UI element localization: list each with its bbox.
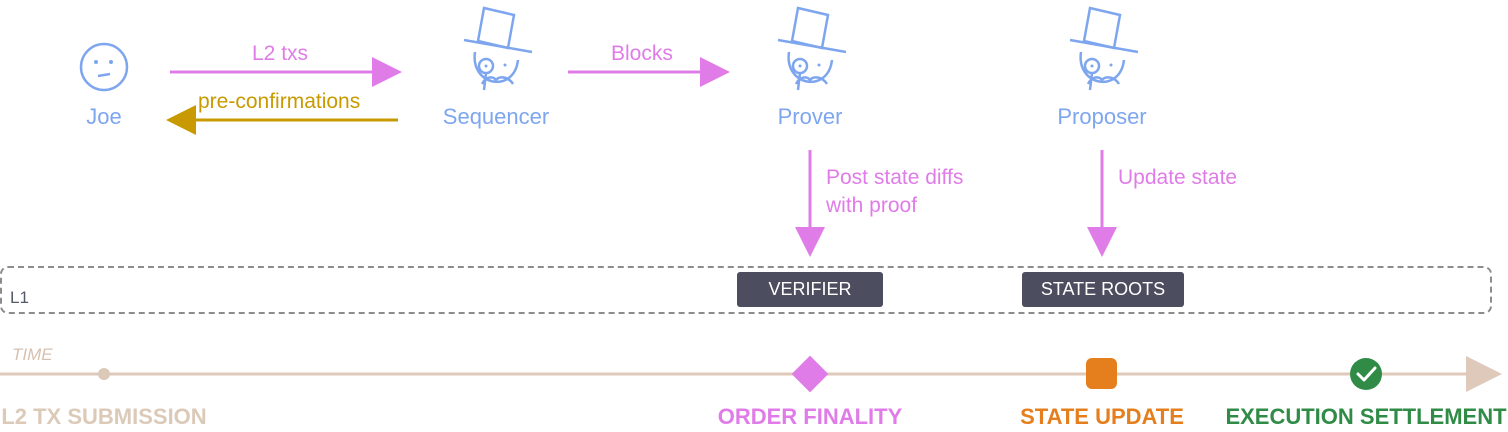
face-icon — [79, 42, 129, 92]
post-state-diffs-label-line1: Post state diffs — [826, 166, 964, 189]
sequencer-top-hat-monocle-icon — [463, 6, 533, 91]
update-state-label: Update state — [1118, 166, 1238, 189]
actor-proposer-label: Proposer — [1057, 104, 1147, 129]
verifier-box: VERIFIER — [737, 272, 883, 307]
prover-top-hat-monocle-icon — [777, 6, 847, 91]
state-roots-box: STATE ROOTS — [1022, 272, 1184, 307]
milestone-execution-settlement-label: EXECUTION SETTLEMENT — [1225, 404, 1507, 429]
l1-label: L1 — [10, 288, 29, 307]
diamond-icon — [791, 355, 829, 393]
l1-container — [0, 266, 1492, 314]
submission-dot-icon — [98, 368, 110, 380]
proposer-top-hat-monocle-icon — [1069, 6, 1139, 91]
milestone-state-update-label: STATE UPDATE — [1020, 404, 1184, 429]
rounded-square-icon — [1086, 358, 1117, 389]
actor-joe-label: Joe — [86, 104, 122, 129]
milestone-submission-label: L2 TX SUBMISSION — [1, 404, 207, 429]
actor-sequencer-label: Sequencer — [442, 104, 550, 129]
milestone-order-finality-label: ORDER FINALITY — [717, 404, 903, 429]
time-label: TIME — [12, 345, 53, 364]
preconfirmations-label: pre-confirmations — [198, 90, 361, 113]
actor-prover-label: Prover — [777, 104, 843, 129]
post-state-diffs-label-line2: with proof — [826, 194, 918, 217]
l2-txs-label: L2 txs — [252, 42, 309, 65]
check-circle-icon — [1350, 358, 1382, 390]
blocks-label: Blocks — [611, 42, 673, 65]
